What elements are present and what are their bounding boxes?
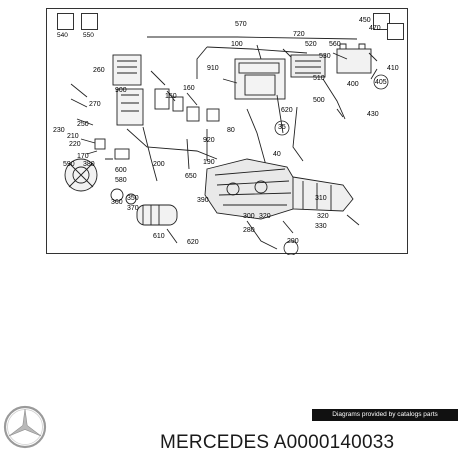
callout-300: 300 — [243, 213, 255, 220]
callout-270: 270 — [89, 101, 101, 108]
callout-380: 380 — [83, 161, 95, 168]
callout-510: 510 — [313, 75, 325, 82]
callout-280: 280 — [243, 227, 255, 234]
callout-210: 210 — [67, 133, 79, 140]
callout-80: 80 — [227, 127, 235, 134]
callout-550: 550 — [83, 32, 94, 39]
callout-370: 370 — [127, 205, 139, 212]
callout-390: 390 — [197, 197, 209, 204]
callout-720: 720 — [293, 31, 305, 38]
callout-590: 590 — [63, 161, 75, 168]
catalog-watermark: Diagrams provided by catalogs parts — [312, 409, 458, 421]
callout-330: 330 — [315, 223, 327, 230]
callout-350: 350 — [127, 195, 139, 202]
callout-310: 310 — [315, 195, 327, 202]
callout-200: 200 — [153, 161, 165, 168]
callout-320: 320 — [317, 213, 329, 220]
callout-520: 520 — [305, 41, 317, 48]
callout-190: 190 — [203, 159, 215, 166]
callout-100: 100 — [231, 41, 243, 48]
callout-290: 290 — [287, 238, 299, 245]
callout-410: 410 — [387, 65, 399, 72]
parts-diagram: 540 550 570 450 470 100 720 520 560 260 … — [46, 8, 408, 255]
callout-500: 500 — [313, 97, 325, 104]
part-number-caption: MERCEDES A0000140033 — [160, 432, 395, 453]
callout-470: 470 — [369, 25, 381, 32]
callout-360: 360 — [111, 199, 123, 206]
mercedes-star-logo-icon — [3, 405, 47, 449]
callout-220: 220 — [69, 141, 81, 148]
inset-540 — [57, 13, 74, 30]
callout-620-bottom: 620 — [187, 239, 199, 246]
callout-450: 450 — [359, 17, 371, 24]
callout-540: 540 — [57, 32, 68, 39]
callout-260: 260 — [93, 67, 105, 74]
callout-160: 160 — [183, 85, 195, 92]
callout-530: 530 — [319, 53, 331, 60]
callout-405: 405 — [375, 79, 387, 86]
callout-570: 570 — [235, 21, 247, 28]
diagram-drawing — [64, 36, 389, 255]
callout-320-lower: 320 — [259, 213, 271, 220]
callout-920: 920 — [203, 137, 215, 144]
callout-430: 430 — [367, 111, 379, 118]
callout-610: 610 — [153, 233, 165, 240]
callout-170: 170 — [77, 153, 89, 160]
inset-450 — [373, 13, 390, 30]
inset-550 — [81, 13, 98, 30]
callout-150: 150 — [165, 93, 177, 100]
callout-560: 560 — [329, 41, 341, 48]
callout-400: 400 — [347, 81, 359, 88]
inset-470 — [387, 23, 404, 40]
callout-600: 600 — [115, 167, 127, 174]
callout-620-top: 620 — [281, 107, 293, 114]
callout-650: 650 — [185, 173, 197, 180]
callout-230: 230 — [53, 127, 65, 134]
callout-250: 250 — [77, 121, 89, 128]
callout-910: 910 — [207, 65, 219, 72]
callout-900: 900 — [115, 87, 127, 94]
callout-35: 35 — [278, 124, 286, 131]
callout-40: 40 — [273, 151, 281, 158]
callout-580: 580 — [115, 177, 127, 184]
